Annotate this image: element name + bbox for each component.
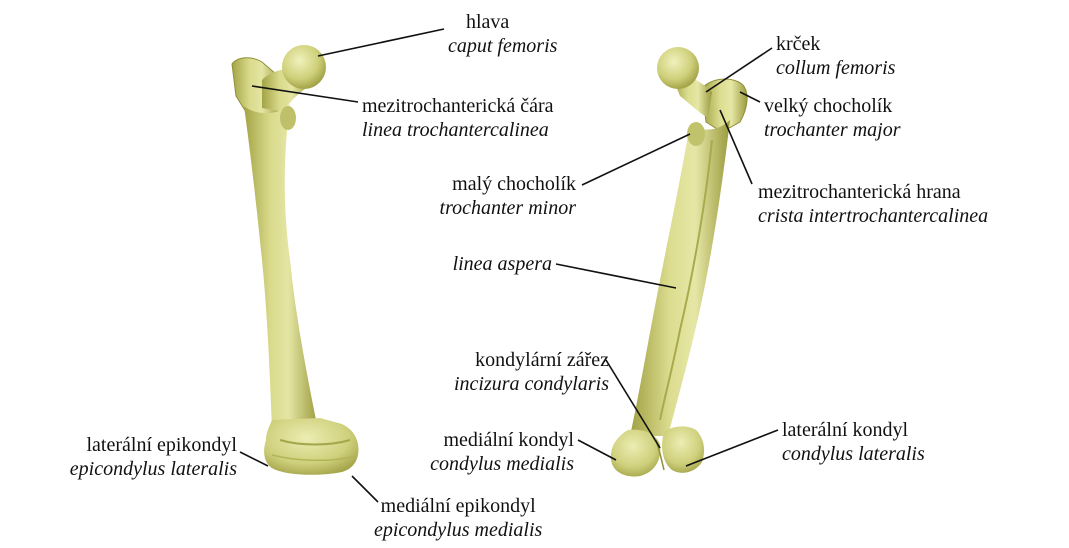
label-lateral-epicondyle-la: epicondylus lateralis (70, 457, 237, 481)
label-medial-condyle-cz: mediální kondyl (430, 428, 574, 452)
label-head: hlava caput femoris (448, 10, 557, 58)
femur-posterior (611, 47, 747, 477)
label-lateral-epicondyle-cz: laterální epikondyl (70, 433, 237, 457)
label-greater-trochanter-cz: velký chocholík (764, 94, 900, 118)
label-greater-trochanter: velký chocholík trochanter major (764, 94, 900, 142)
leader-lesser-trochanter (582, 134, 690, 185)
leader-linea-aspera (556, 264, 676, 288)
label-lesser-trochanter-cz: malý chocholík (440, 172, 576, 196)
label-medial-condyle-la: condylus medialis (430, 452, 574, 476)
right-femoral-head (657, 47, 699, 89)
label-lesser-trochanter: malý chocholík trochanter minor (440, 172, 576, 220)
label-linea-aspera: linea aspera (453, 252, 552, 276)
label-head-la: caput femoris (448, 34, 557, 58)
label-head-cz: hlava (448, 10, 557, 34)
label-lateral-condyle-la: condylus lateralis (782, 442, 925, 466)
label-medial-condyle: mediální kondyl condylus medialis (430, 428, 574, 476)
label-medial-epicondyle-la: epicondylus medialis (374, 518, 542, 542)
right-lateral-condyle (662, 426, 704, 472)
label-intercondylar-notch-la: incizura condylaris (454, 372, 609, 396)
label-intercondylar-notch-cz: kondylární zářez (454, 348, 609, 372)
leader-head (318, 29, 444, 56)
label-intertrochanteric-line: mezitrochanterická čára linea trochanter… (362, 94, 554, 142)
label-intertrochanteric-crest: mezitrochanterická hrana crista intertro… (758, 180, 988, 228)
label-neck: krček collum femoris (776, 32, 895, 80)
label-greater-trochanter-la: trochanter major (764, 118, 900, 142)
label-neck-la: collum femoris (776, 56, 895, 80)
leader-lateral-epicondyle (240, 452, 268, 466)
label-neck-cz: krček (776, 32, 895, 56)
label-intertrochanteric-line-cz: mezitrochanterická čára (362, 94, 554, 118)
label-lateral-condyle-cz: laterální kondyl (782, 418, 925, 442)
right-femoral-shaft (630, 120, 730, 436)
label-intercondylar-notch: kondylární zářez incizura condylaris (454, 348, 609, 396)
label-intertrochanteric-crest-cz: mezitrochanterická hrana (758, 180, 988, 204)
label-medial-epicondyle: mediální epikondyl epicondylus medialis (374, 494, 542, 542)
label-intertrochanteric-crest-la: crista intertrochantercalinea (758, 204, 988, 228)
label-linea-aspera-la: linea aspera (453, 252, 552, 276)
label-medial-epicondyle-cz: mediální epikondyl (374, 494, 542, 518)
label-intertrochanteric-line-la: linea trochantercalinea (362, 118, 554, 142)
left-femoral-head (282, 45, 326, 89)
label-lateral-epicondyle: laterální epikondyl epicondylus laterali… (70, 433, 237, 481)
left-femoral-shaft (244, 104, 318, 430)
left-lesser-trochanter (280, 106, 296, 130)
leader-medial-condyle (578, 440, 616, 460)
label-lesser-trochanter-la: trochanter minor (440, 196, 576, 220)
label-lateral-condyle: laterální kondyl condylus lateralis (782, 418, 925, 466)
femur-anterior (232, 45, 358, 475)
left-distal-femur (264, 418, 358, 475)
